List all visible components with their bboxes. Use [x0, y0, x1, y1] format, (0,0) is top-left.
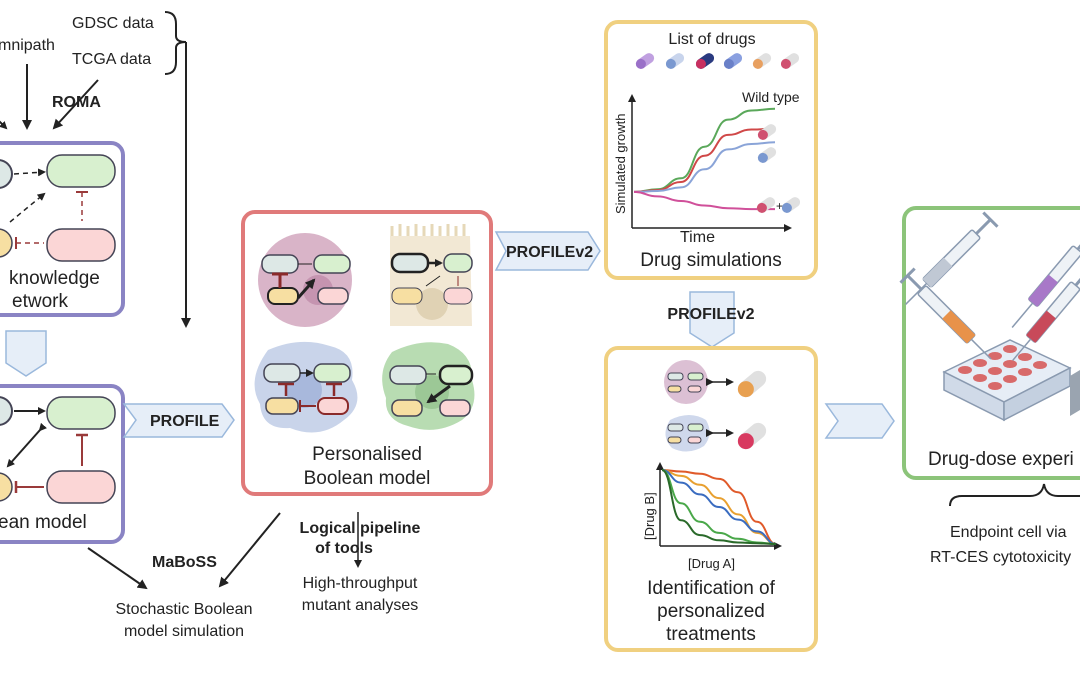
- right-chevron: [824, 403, 895, 439]
- instrument-icon: [1070, 370, 1080, 416]
- drug-pill: [756, 197, 776, 213]
- omnipath-label: mnipath: [0, 37, 55, 54]
- treatment-cell: [665, 415, 710, 452]
- syringe-icon: [1011, 233, 1080, 328]
- tumor-cell-3: [254, 341, 358, 433]
- combo-plus: +: [776, 199, 783, 213]
- boolean-model-box: ean model: [0, 384, 125, 544]
- knowledge-network-box: knowledge etwork: [0, 141, 125, 317]
- mutant-line2: mutant analyses: [302, 597, 419, 614]
- well-plate: [942, 339, 1072, 422]
- boolean-model-label: ean model: [0, 512, 87, 533]
- iso-ylabel: [Drug B]: [642, 492, 657, 540]
- maboss-arrow-left: [87, 547, 148, 590]
- endpoint-line1: Endpoint cell via: [950, 524, 1067, 541]
- personalised-line1: Personalised: [312, 444, 422, 465]
- drug-pill: [757, 124, 777, 140]
- profilev2-top-arrow: PROFILEv2: [494, 231, 601, 271]
- treatments-line3: treatments: [666, 624, 756, 645]
- tumor-cell-1: [258, 233, 352, 327]
- profilev2-mid-label: PROFILEv2: [667, 306, 754, 323]
- list-of-drugs-label: List of drugs: [668, 31, 755, 48]
- tumor-cell-4: [382, 342, 475, 430]
- iso-lines: [661, 469, 777, 545]
- series-line-2: [633, 141, 776, 193]
- boolean-node: [46, 396, 116, 430]
- drug-pill: [752, 53, 772, 69]
- boolean-node: [46, 470, 116, 504]
- tumor-cell-2: [390, 224, 473, 326]
- syringe-icon: [899, 267, 992, 360]
- wild-type-label: Wild type: [742, 89, 800, 105]
- mutant-line1: High-throughput: [303, 575, 418, 592]
- drug-pill: [757, 147, 777, 163]
- series-line-2: [661, 469, 777, 545]
- pipeline-line1: Logical pipeline: [300, 520, 421, 537]
- maboss-label: MaBoSS: [152, 554, 217, 571]
- boolean-node: [0, 396, 13, 426]
- network-node: [46, 228, 116, 262]
- treatments-line1: Identification of: [647, 578, 776, 599]
- treatment-pill: [737, 422, 767, 450]
- growth-xlabel: Time: [680, 229, 715, 246]
- network-label-line2: etwork: [12, 291, 68, 312]
- maboss-arrow-right: [218, 512, 281, 588]
- gdsc-label: GDSC data: [72, 15, 154, 32]
- down-chevron: [5, 330, 47, 377]
- tcga-label: TCGA data: [72, 51, 151, 68]
- iso-xlabel: [Drug A]: [688, 556, 735, 571]
- personalised-model-box: Personalised Boolean model: [241, 210, 493, 496]
- syringe-icon: [1012, 262, 1080, 361]
- treatment-pill: [737, 370, 767, 398]
- left-edge-arrow: [0, 120, 8, 130]
- growth-lines: [633, 107, 776, 211]
- experiment-title: Drug-dose experi: [928, 449, 1074, 470]
- series-line-4: [661, 469, 777, 545]
- syringe-icon: [905, 211, 999, 305]
- roma-arrow: [52, 79, 99, 130]
- series-line-3: [633, 190, 775, 211]
- drug-simulations-box: List of drugs Simulated growth Time Wild…: [604, 20, 818, 280]
- drug-pill: [695, 53, 715, 69]
- treatments-box: [Drug B] [Drug A] Identification of pers…: [604, 346, 818, 652]
- drug-pill: [665, 53, 685, 69]
- profilev2-top-label: PROFILEv2: [506, 244, 593, 261]
- series-line-0: [661, 469, 777, 545]
- endpoint-brace: [949, 483, 1080, 507]
- network-node: [0, 159, 13, 189]
- profile-arrow: PROFILE: [122, 403, 235, 438]
- data-brace: [164, 11, 187, 75]
- experiment-box: Drug-dose experi: [899, 206, 1080, 480]
- stochastic-line2: model simulation: [124, 623, 244, 640]
- personalised-line2: Boolean model: [304, 468, 431, 489]
- profilev2-mid-arrow: PROFILEv2: [667, 291, 755, 348]
- drug-pill: [781, 197, 801, 213]
- drug-pill: [780, 53, 800, 69]
- drug-pill: [635, 53, 655, 69]
- treatment-cell: [664, 360, 708, 404]
- endpoint-line2: RT-CES cytotoxicity: [930, 549, 1071, 566]
- network-label-line1: knowledge: [9, 268, 100, 289]
- network-node: [0, 228, 13, 258]
- drug-pill: [723, 53, 743, 69]
- pipeline-line2: of tools: [315, 540, 373, 557]
- profile-label: PROFILE: [150, 413, 220, 430]
- growth-ylabel: Simulated growth: [613, 114, 628, 214]
- stochastic-line1: Stochastic Boolean: [116, 601, 253, 618]
- network-node: [46, 154, 116, 188]
- boolean-node: [0, 472, 13, 502]
- treatments-line2: personalized: [657, 601, 765, 622]
- drug-simulations-title: Drug simulations: [640, 250, 782, 271]
- series-line-1: [661, 469, 777, 545]
